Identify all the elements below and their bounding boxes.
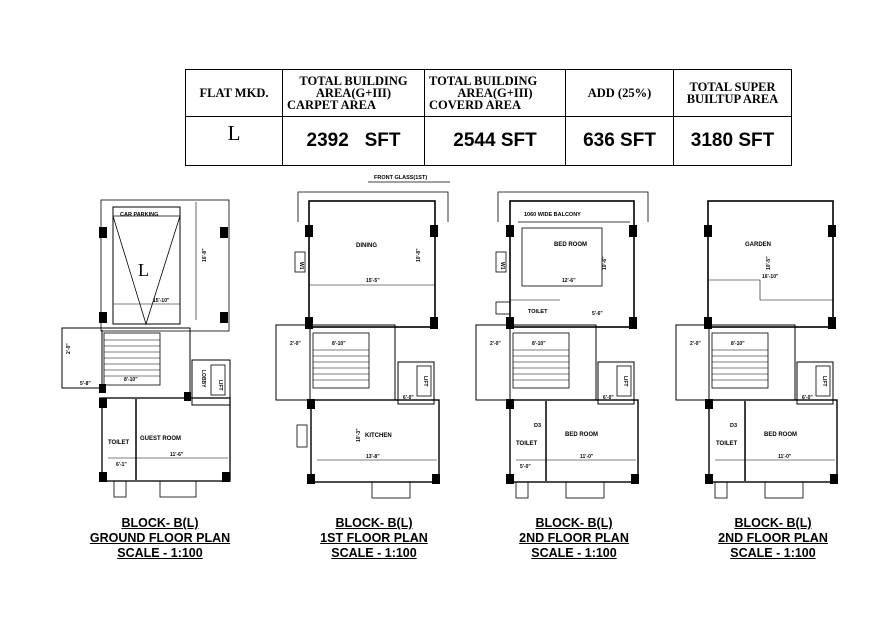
- header-add: ADD (25%): [565, 69, 674, 117]
- header-flat-mkd: FLAT MKD.: [185, 69, 283, 117]
- flat-mark: L: [138, 260, 149, 280]
- first-floor-plan: FRONT GLASS(1ST) DINING 15'-5" 10'-8" W1…: [275, 175, 450, 499]
- dim-bed-width: 11'-6": [170, 452, 184, 458]
- dim-top-width: 12'-6": [562, 278, 576, 284]
- second-floor-plan-garden: GARDEN 16'-10" 10'-5" LIFT 2'-0" 8'-10" …: [675, 200, 838, 499]
- lift-label: LIFT: [821, 376, 827, 387]
- caption-block: BLOCK- B(L): [535, 516, 613, 530]
- room-label-bed-room: BED ROOM: [565, 432, 598, 438]
- second-floor-plan: 1060 WIDE BALCONY BED ROOM 12'-6" 10'-6"…: [475, 191, 649, 499]
- plan-caption-first: BLOCK- B(L) 1ST FLOOR PLAN SCALE - 1:100: [274, 516, 474, 561]
- header-covered-area: TOTAL BUILDING AREA(G+III) COVERD AREA: [424, 69, 566, 117]
- room-label-car-parking: CAR PARKING: [120, 212, 158, 218]
- svg-text:8'-10": 8'-10": [532, 341, 546, 347]
- caption-scale: SCALE - 1:100: [117, 546, 203, 560]
- dim-top-height: 10'-5": [766, 256, 772, 270]
- caption-floor: 2ND FLOOR PLAN: [519, 531, 629, 545]
- cell-add: 636 SFT: [565, 116, 674, 166]
- plan-caption-second-garden: BLOCK- B(L) 2ND FLOOR PLAN SCALE - 1:100: [673, 516, 873, 561]
- table-header-row: FLAT MKD. TOTAL BUILDING AREA(G+III) CAR…: [185, 69, 792, 117]
- dim-top-width: 16'-10": [762, 274, 779, 280]
- svg-text:5'-6": 5'-6": [592, 311, 603, 317]
- lift-label: LIFT: [422, 376, 428, 387]
- window-label: W1: [499, 262, 505, 270]
- dim-top-width: 15'-5": [366, 278, 380, 284]
- dim-bed-height: 10'-3": [356, 428, 362, 442]
- window-label: W1: [298, 262, 304, 270]
- area-table: FLAT MKD. TOTAL BUILDING AREA(G+III) CAR…: [185, 69, 792, 166]
- caption-scale: SCALE - 1:100: [531, 546, 617, 560]
- dim-top-height: 10'-6": [602, 256, 608, 270]
- cell-super-builtup: 3180 SFT: [673, 116, 792, 166]
- room-label-bed-room: BED ROOM: [764, 432, 797, 438]
- door-label: D3: [730, 423, 737, 429]
- table-row: L 2392 SFT 2544 SFT 636 SFT 3180 SFT: [185, 116, 792, 166]
- caption-scale: SCALE - 1:100: [331, 546, 417, 560]
- caption-floor: 1ST FLOOR PLAN: [320, 531, 428, 545]
- lobby-label: LOBBY: [200, 370, 206, 388]
- ground-floor-plan: CAR PARKING L 15'-10" 16'-8" LIFT LOBBY …: [61, 199, 231, 498]
- room-label-toilet: TOILET: [716, 441, 738, 447]
- dim-top-height: 10'-8": [416, 248, 422, 262]
- lift-label: LIFT: [217, 380, 223, 391]
- svg-text:2'-0": 2'-0": [66, 343, 72, 354]
- room-label-kitchen: KITCHEN: [365, 433, 392, 439]
- dim-bed-width: 13'-8": [366, 454, 380, 460]
- note-front-glass: FRONT GLASS(1ST): [374, 175, 427, 181]
- room-label-garden: GARDEN: [745, 242, 771, 248]
- caption-floor: 2ND FLOOR PLAN: [718, 531, 828, 545]
- svg-text:8'-10": 8'-10": [124, 377, 138, 383]
- room-label-bed-room-top: BED ROOM: [554, 242, 587, 248]
- svg-text:8'-10": 8'-10": [332, 341, 346, 347]
- room-label-toilet: TOILET: [516, 441, 538, 447]
- dim-bed-width: 11'-0": [778, 454, 792, 460]
- caption-floor: GROUND FLOOR PLAN: [89, 531, 231, 545]
- svg-text:2'-0": 2'-0": [690, 341, 701, 347]
- caption-scale: SCALE - 1:100: [730, 546, 816, 560]
- lift-label: LIFT: [622, 376, 628, 387]
- header-carpet-area: TOTAL BUILDING AREA(G+III) CARPET AREA: [282, 69, 425, 117]
- plan-caption-second: BLOCK- B(L) 2ND FLOOR PLAN SCALE - 1:100: [474, 516, 674, 561]
- svg-text:6'-0": 6'-0": [403, 395, 414, 401]
- svg-text:6'-0": 6'-0": [802, 395, 813, 401]
- dim-toilet-width: 6'-1": [116, 462, 127, 468]
- door-label: D3: [534, 423, 541, 429]
- dim-top-height: 16'-8": [202, 248, 208, 262]
- dim-bed-width: 11'-0": [580, 454, 594, 460]
- dim-toilet-width: 5'-0": [520, 464, 531, 470]
- plan-caption-ground: BLOCK- B(L) GROUND FLOOR PLAN SCALE - 1:…: [60, 516, 260, 561]
- room-label-toilet: TOILET: [108, 440, 130, 446]
- svg-text:6'-0": 6'-0": [603, 395, 614, 401]
- svg-text:5'-8": 5'-8": [80, 381, 91, 387]
- svg-text:8'-10": 8'-10": [731, 341, 745, 347]
- svg-text:2'-0": 2'-0": [290, 341, 301, 347]
- room-label-dining: DINING: [356, 243, 377, 249]
- cell-covered-area: 2544 SFT: [424, 116, 566, 166]
- room-label-guest-room: GUEST ROOM: [140, 436, 181, 442]
- dim-top-width: 15'-10": [153, 298, 170, 304]
- caption-block: BLOCK- B(L): [734, 516, 812, 530]
- balcony-label: 1060 WIDE BALCONY: [524, 212, 581, 218]
- header-super-builtup: TOTAL SUPER BUILTUP AREA: [673, 69, 792, 117]
- caption-block: BLOCK- B(L): [121, 516, 199, 530]
- caption-block: BLOCK- B(L): [335, 516, 413, 530]
- svg-text:2'-0": 2'-0": [490, 341, 501, 347]
- room-label-toilet-top: TOILET: [528, 309, 548, 315]
